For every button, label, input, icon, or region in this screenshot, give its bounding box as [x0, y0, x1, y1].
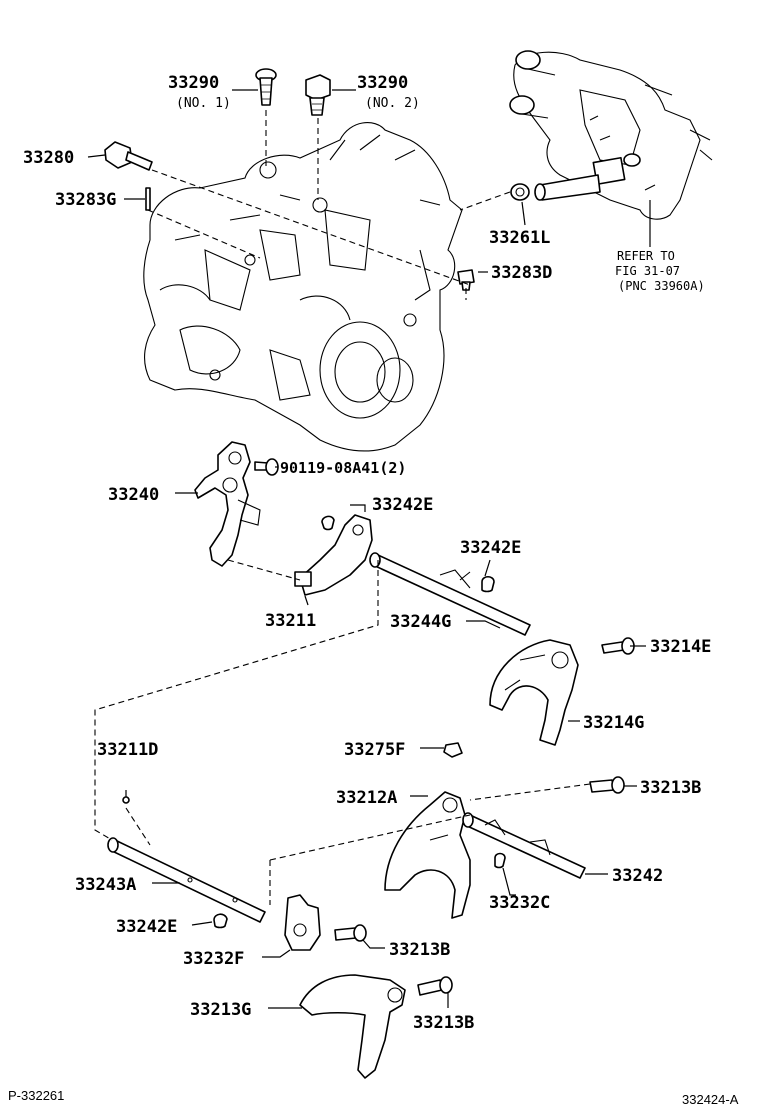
label-33213b-b: 33213B	[389, 940, 450, 960]
label-33214e: 33214E	[650, 637, 711, 657]
label-33211d: 33211D	[97, 740, 158, 760]
part-labels: 33290 (NO. 1) 33290 (NO. 2) 33280 33283G…	[23, 73, 711, 1033]
leader-lines	[87, 89, 651, 1009]
label-33275f: 33275F	[344, 740, 405, 760]
label-90119: 90119-08A41(2)	[280, 459, 406, 477]
shift-rod-33242	[462, 812, 586, 879]
footer-right-code: 332424-A	[682, 1092, 739, 1107]
label-33243a: 33243A	[75, 875, 136, 895]
transmission-case	[143, 122, 463, 452]
refer-note-line1: REFER TO	[617, 249, 675, 263]
label-33213b-c: 33213B	[413, 1013, 474, 1033]
label-33261l: 33261L	[489, 228, 550, 248]
label-33242e-c: 33242E	[116, 917, 177, 937]
label-33290-no2: 33290	[357, 73, 408, 93]
bolt-33213b-upper	[589, 776, 625, 794]
label-33283g: 33283G	[55, 190, 116, 210]
label-33290-no1: 33290	[168, 73, 219, 93]
label-33244g: 33244G	[390, 612, 451, 632]
refer-note: REFER TO FIG 31-07 (PNC 33960A)	[615, 249, 705, 293]
label-33213b-a: 33213B	[640, 778, 701, 798]
bolt-33290-no1	[255, 68, 277, 106]
shift-rod-33244g	[369, 552, 531, 636]
refer-note-line2: FIG 31-07	[615, 264, 680, 278]
shift-fork-33211	[294, 514, 373, 596]
label-33213g: 33213G	[190, 1000, 251, 1020]
label-33242e-b: 33242E	[460, 538, 521, 558]
label-33280: 33280	[23, 148, 74, 168]
label-33242: 33242	[612, 866, 663, 886]
e-ring-33242e-bottom	[213, 913, 228, 929]
label-33212a: 33212A	[336, 788, 397, 808]
shift-lever-33240	[194, 441, 261, 567]
plug-33275f	[443, 742, 463, 758]
refer-note-line3: (PNC 33960A)	[618, 279, 705, 293]
label-33211: 33211	[265, 611, 316, 631]
e-ring-33232c	[494, 852, 506, 869]
label-33232c: 33232C	[489, 893, 550, 913]
label-33290-no1-sub: (NO. 1)	[176, 96, 231, 111]
label-33290-no2-sub: (NO. 2)	[365, 96, 420, 111]
shift-fork-33214g	[489, 639, 579, 746]
e-ring-33242e-top	[321, 515, 335, 531]
shift-fork-33212a	[384, 791, 471, 919]
label-33242e-a: 33242E	[372, 495, 433, 515]
bolt-33213b-lower	[417, 976, 453, 996]
bolt-33213b-middle	[334, 924, 367, 942]
footer-left-code: P-332261	[8, 1088, 64, 1103]
block-33232f	[284, 894, 321, 951]
label-33240: 33240	[108, 485, 159, 505]
label-33232f: 33232F	[183, 949, 244, 969]
plug-33283g	[145, 187, 151, 211]
shift-lever-housing	[509, 50, 713, 220]
shift-rod-33243a	[107, 837, 266, 923]
label-33214g: 33214G	[583, 713, 644, 733]
bushing-33261l	[510, 183, 530, 201]
e-ring-33242e-rod	[481, 575, 495, 593]
plug-33283d	[457, 269, 475, 291]
ball-33211d	[122, 796, 130, 804]
footer: P-332261 332424-A	[8, 1088, 739, 1107]
bolt-33290-no2	[305, 74, 331, 116]
bolt-90119	[254, 458, 279, 476]
label-33283d: 33283D	[491, 263, 552, 283]
shift-fork-33213g	[299, 974, 406, 1079]
switch-33280	[104, 141, 153, 171]
assembly-lines	[94, 110, 591, 905]
bolt-33214e	[601, 637, 635, 655]
